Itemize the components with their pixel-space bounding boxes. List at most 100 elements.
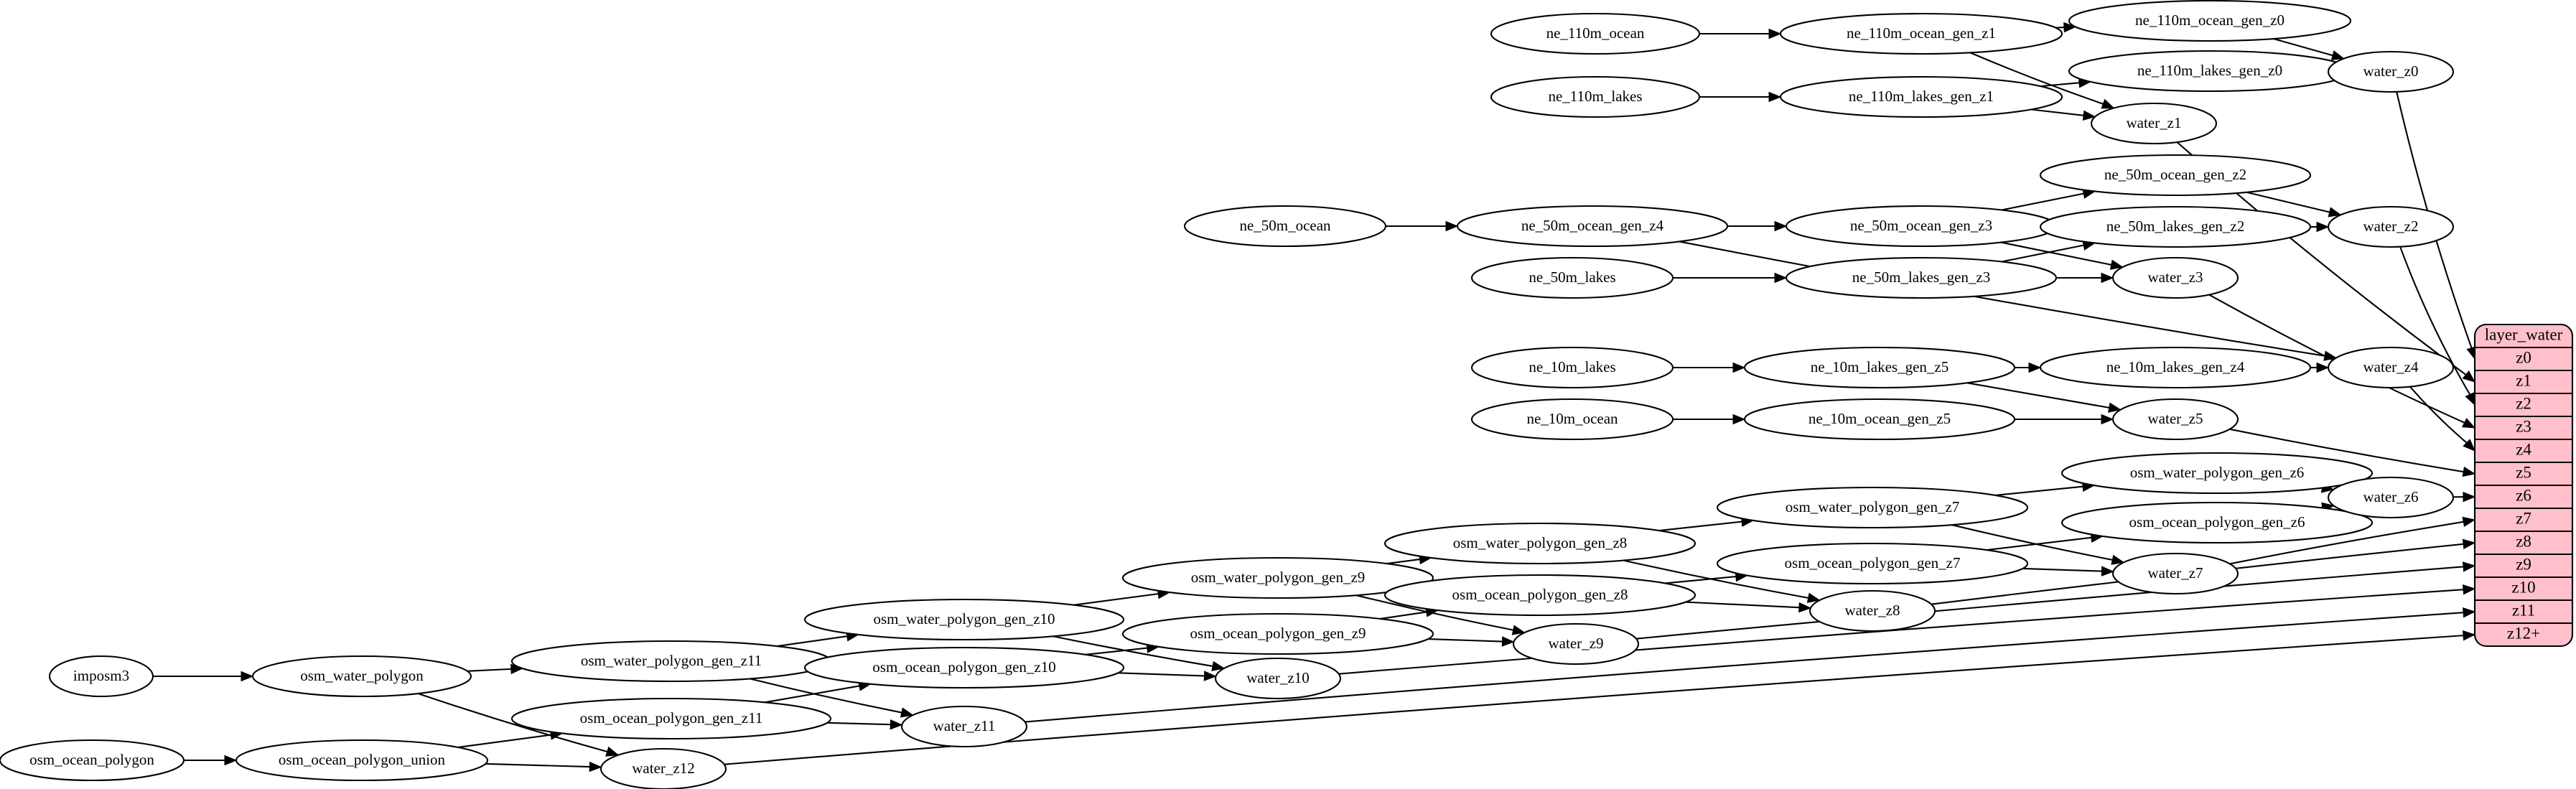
node-label: ne_50m_lakes_gen_z2 (2106, 218, 2244, 235)
graph-node-osm_ocean_polygon_gen_z11[interactable]: osm_ocean_polygon_gen_z11 (510, 697, 832, 740)
record-row-z4: z4 (2516, 440, 2531, 458)
graph-node-water_z4[interactable]: water_z4 (2327, 346, 2455, 389)
graph-node-water_z3[interactable]: water_z3 (2111, 256, 2239, 299)
graph-edge-water_z2-to-record-z2 (2399, 246, 2471, 396)
node-shape (1470, 346, 1674, 389)
edge-arrowhead (2462, 466, 2476, 477)
graph-node-ne_110m_lakes_gen_z0[interactable]: ne_110m_lakes_gen_z0 (2068, 50, 2352, 93)
graph-node-osm_ocean_polygon_gen_z7[interactable]: osm_ocean_polygon_gen_z7 (1716, 542, 2029, 585)
graph-edge-ne_50m_lakes_gen_z3-to-ne_50m_lakes_gen_z2 (2001, 244, 2084, 263)
graph-edge-osm_ocean_polygon_union-to-water_z12 (485, 762, 590, 768)
graph-node-imposm3[interactable]: imposm3 (48, 655, 154, 698)
edge-arrowhead (2316, 221, 2330, 233)
graph-node-water_z12[interactable]: water_z12 (599, 747, 727, 789)
node-shape (1490, 75, 1701, 118)
graph-node-ne_10m_lakes_gen_z5[interactable]: ne_10m_lakes_gen_z5 (1743, 346, 2016, 389)
record-row-z6: z6 (2516, 486, 2531, 504)
edge-arrowhead (2101, 272, 2114, 284)
graph-node-osm_ocean_polygon_gen_z9[interactable]: osm_ocean_polygon_gen_z9 (1121, 612, 1434, 655)
record-layer: layer_waterz0z1z2z3z4z5z6z7z8z9z10z11z12… (2473, 323, 2574, 648)
edge-arrowhead (1203, 671, 1217, 681)
graph-edge-osm_water_polygon_gen_z9-to-water_z9 (1355, 594, 1513, 631)
record-row-z11: z11 (2512, 601, 2535, 619)
graph-edge-water_z10-to-record-z10 (1338, 589, 2464, 675)
edge-arrowhead (2109, 259, 2124, 270)
node-shape (1716, 486, 2029, 529)
node-shape (1383, 522, 1697, 565)
graph-node-ne_110m_lakes_gen_z1[interactable]: ne_110m_lakes_gen_z1 (1779, 75, 2063, 118)
graph-node-water_z2[interactable]: water_z2 (2327, 205, 2455, 248)
node-label: ne_10m_lakes (1529, 358, 1615, 375)
edge-arrowhead (1445, 220, 1459, 232)
record-row-z5: z5 (2516, 463, 2531, 481)
graph-node-water_z10[interactable]: water_z10 (1214, 657, 1342, 700)
node-shape (2111, 256, 2239, 299)
graph-node-ne_110m_ocean_gen_z0[interactable]: ne_110m_ocean_gen_z0 (2068, 0, 2351, 42)
graph-node-ne_110m_ocean_gen_z1[interactable]: ne_110m_ocean_gen_z1 (1779, 12, 2063, 55)
graph-node-osm_ocean_polygon_gen_z8[interactable]: osm_ocean_polygon_gen_z8 (1383, 574, 1697, 617)
node-shape (48, 655, 154, 698)
node-label: water_z12 (632, 760, 694, 777)
graph-node-ne_50m_ocean_gen_z2[interactable]: ne_50m_ocean_gen_z2 (2039, 154, 2312, 197)
node-shape (900, 705, 1028, 748)
node-shape (2068, 0, 2351, 42)
graph-node-ne_50m_lakes[interactable]: ne_50m_lakes (1470, 256, 1674, 299)
node-label: ne_50m_lakes (1529, 269, 1615, 286)
edge-arrowhead (589, 761, 602, 772)
graph-edge-osm_ocean_polygon_gen_z10-to-osm_ocean_polygon_gen_z9 (1085, 647, 1147, 655)
graph-node-osm_water_polygon_gen_z10[interactable]: osm_water_polygon_gen_z10 (803, 598, 1125, 641)
node-label: osm_water_polygon_gen_z8 (1453, 534, 1628, 551)
graph-edge-osm_water_polygon_gen_z10-to-water_z10 (1053, 635, 1213, 667)
graph-node-ne_50m_lakes_gen_z3[interactable]: ne_50m_lakes_gen_z3 (1785, 256, 2058, 299)
graph-node-water_z9[interactable]: water_z9 (1512, 622, 1640, 666)
graph-node-water_z8[interactable]: water_z8 (1809, 589, 1936, 632)
record-row-z12+: z12+ (2507, 624, 2540, 642)
graph-node-ne_50m_ocean[interactable]: ne_50m_ocean (1183, 205, 1387, 248)
graph-edge-osm_water_polygon_gen_z8-to-water_z8 (1623, 559, 1809, 599)
edge-arrowhead (2101, 414, 2114, 425)
edge-arrowhead (1511, 625, 1526, 635)
edge-arrowhead (2462, 607, 2476, 618)
graph-node-ne_50m_lakes_gen_z2[interactable]: ne_50m_lakes_gen_z2 (2039, 205, 2312, 248)
graph-node-osm_ocean_polygon_gen_z6[interactable]: osm_ocean_polygon_gen_z6 (2061, 501, 2374, 544)
graph-node-ne_50m_ocean_gen_z3[interactable]: ne_50m_ocean_gen_z3 (1785, 205, 2058, 248)
graph-node-ne_50m_ocean_gen_z4[interactable]: ne_50m_ocean_gen_z4 (1456, 205, 1729, 248)
node-shape (1183, 205, 1387, 248)
edge-arrowhead (2463, 491, 2476, 503)
graph-node-ne_10m_ocean[interactable]: ne_10m_ocean (1470, 398, 1674, 441)
node-shape (1456, 205, 1729, 248)
node-label: osm_water_polygon_gen_z7 (1786, 498, 1960, 515)
graph-node-water_z5[interactable]: water_z5 (2111, 398, 2239, 441)
graph-node-water_z6[interactable]: water_z6 (2327, 476, 2455, 519)
graph-node-osm_water_polygon_gen_z6[interactable]: osm_water_polygon_gen_z6 (2061, 452, 2374, 495)
graph-node-ne_10m_ocean_gen_z5[interactable]: ne_10m_ocean_gen_z5 (1743, 398, 2016, 441)
graph-node-osm_water_polygon_gen_z8[interactable]: osm_water_polygon_gen_z8 (1383, 522, 1697, 565)
graph-node-osm_water_polygon[interactable]: osm_water_polygon (251, 655, 472, 698)
graph-node-water_z11[interactable]: water_z11 (900, 705, 1028, 748)
graph-node-water_z7[interactable]: water_z7 (2111, 552, 2239, 595)
graph-node-water_z0[interactable]: water_z0 (2327, 50, 2455, 93)
node-shape (0, 739, 185, 782)
graph-node-water_z1[interactable]: water_z1 (2090, 102, 2218, 145)
graph-edge-osm_water_polygon_gen_z10-to-osm_water_polygon_gen_z9 (1073, 593, 1159, 606)
graph-node-ne_110m_lakes[interactable]: ne_110m_lakes (1490, 75, 1701, 118)
graph-edge-ne_10m_lakes_gen_z5-to-water_z5 (1966, 382, 2109, 408)
graph-edge-osm_ocean_polygon_gen_z11-to-osm_ocean_polygon_gen_z10 (765, 685, 860, 704)
graph-node-osm_water_polygon_gen_z7[interactable]: osm_water_polygon_gen_z7 (1716, 486, 2029, 529)
graph-node-osm_ocean_polygon[interactable]: osm_ocean_polygon (0, 739, 185, 782)
edge-arrowhead (2465, 391, 2475, 406)
edge-arrowhead (1732, 414, 1746, 425)
graph-edge-osm_water_polygon_gen_z9-to-osm_water_polygon_gen_z8 (1386, 558, 1420, 565)
graph-node-ne_110m_ocean[interactable]: ne_110m_ocean (1490, 12, 1701, 55)
edge-arrowhead (2462, 370, 2476, 383)
graph-node-osm_ocean_polygon_union[interactable]: osm_ocean_polygon_union (235, 739, 489, 782)
graph-node-ne_10m_lakes[interactable]: ne_10m_lakes (1470, 346, 1674, 389)
graph-node-osm_water_polygon_gen_z11[interactable]: osm_water_polygon_gen_z11 (510, 640, 832, 683)
node-shape (1809, 589, 1936, 632)
graph-node-ne_10m_lakes_gen_z4[interactable]: ne_10m_lakes_gen_z4 (2039, 346, 2312, 389)
node-shape (2327, 346, 2455, 389)
node-label: ne_110m_lakes_gen_z1 (1849, 88, 1994, 105)
graph-node-osm_water_polygon_gen_z9[interactable]: osm_water_polygon_gen_z9 (1121, 556, 1434, 599)
edge-arrowhead (224, 755, 238, 766)
graph-node-osm_ocean_polygon_gen_z10[interactable]: osm_ocean_polygon_gen_z10 (803, 646, 1125, 689)
